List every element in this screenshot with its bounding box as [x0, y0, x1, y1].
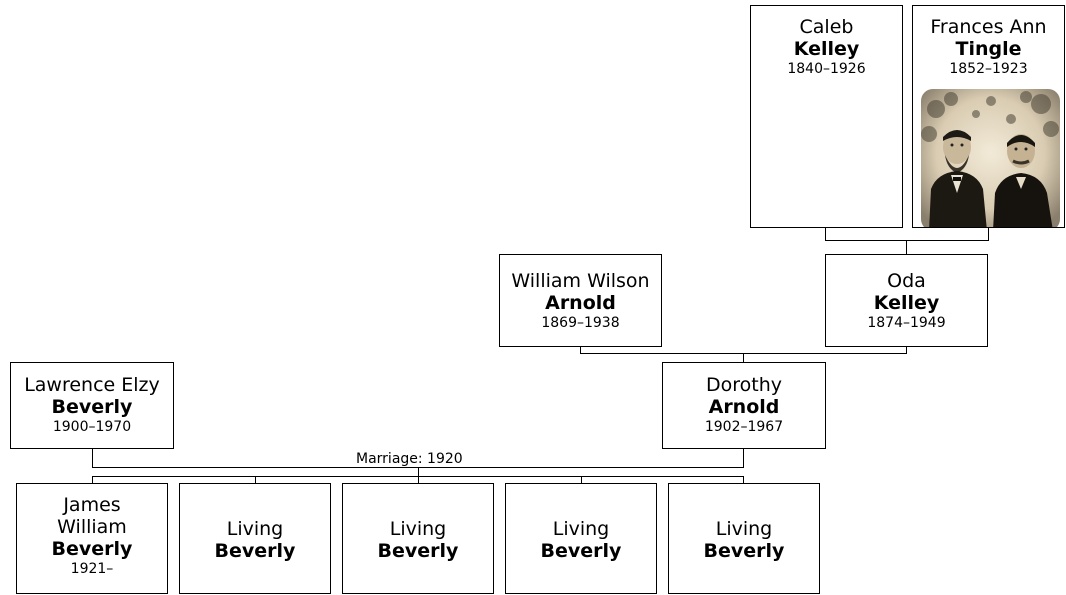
- given-name-line-1: James: [63, 494, 121, 516]
- life-dates: 1921–: [70, 561, 114, 577]
- given-name: Living: [389, 518, 447, 540]
- person-frances-ann-tingle[interactable]: Frances Ann Tingle 1852–1923: [912, 5, 1065, 228]
- given-name: Frances Ann: [930, 16, 1047, 38]
- connector-caleb-down: [825, 228, 826, 240]
- given-name: Living: [715, 518, 773, 540]
- person-william-wilson-arnold[interactable]: William Wilson Arnold 1869–1938: [499, 254, 662, 347]
- surname: Beverly: [214, 540, 296, 562]
- connector-to-oda: [906, 240, 907, 255]
- given-name: Dorothy: [705, 374, 782, 396]
- given-name: Caleb: [799, 16, 854, 38]
- life-dates: 1840–1926: [787, 61, 866, 77]
- surname: Beverly: [51, 396, 133, 418]
- connector-child-4: [581, 476, 582, 483]
- surname: Beverly: [540, 540, 622, 562]
- connector-caleb-frances: [825, 240, 989, 241]
- given-name: Living: [226, 518, 284, 540]
- life-dates: 1900–1970: [52, 419, 132, 435]
- connector-child-1: [92, 476, 93, 483]
- connector-lawrence-down: [92, 448, 93, 467]
- given-name: Lawrence Elzy: [24, 374, 160, 396]
- surname: Beverly: [703, 540, 785, 562]
- life-dates: 1874–1949: [867, 315, 946, 331]
- given-name: Oda: [887, 270, 926, 292]
- person-oda-kelley[interactable]: Oda Kelley 1874–1949: [825, 254, 988, 347]
- person-living-beverly-4[interactable]: Living Beverly: [668, 483, 820, 594]
- given-name: Living: [552, 518, 610, 540]
- surname: Arnold: [708, 396, 780, 418]
- surname: Beverly: [51, 538, 133, 560]
- person-living-beverly-2[interactable]: Living Beverly: [342, 483, 494, 594]
- life-dates: 1869–1938: [541, 315, 620, 331]
- connector-dorothy-down: [743, 448, 744, 467]
- marriage-label: Marriage: 1920: [354, 451, 465, 467]
- life-dates: 1902–1967: [704, 419, 784, 435]
- given-name: William Wilson: [511, 270, 650, 292]
- connector-child-2: [255, 476, 256, 483]
- portrait-photo[interactable]: [921, 89, 1060, 227]
- given-name-line-2: William: [57, 516, 127, 538]
- person-lawrence-elzy-beverly[interactable]: Lawrence Elzy Beverly 1900–1970: [10, 362, 174, 449]
- connector-frances-down: [988, 228, 989, 240]
- person-living-beverly-3[interactable]: Living Beverly: [505, 483, 657, 594]
- connector-to-children: [418, 467, 419, 476]
- surname: Kelley: [793, 38, 860, 60]
- connector-william-down: [580, 346, 581, 353]
- person-dorothy-arnold[interactable]: Dorothy Arnold 1902–1967: [662, 362, 826, 449]
- person-james-william-beverly[interactable]: James William Beverly 1921–: [16, 483, 168, 594]
- surname: Arnold: [545, 292, 616, 314]
- connector-to-dorothy: [743, 353, 744, 362]
- surname: Kelley: [873, 292, 940, 314]
- surname: Beverly: [377, 540, 459, 562]
- connector-child-3: [418, 476, 419, 483]
- surname: Tingle: [955, 38, 1022, 60]
- person-caleb-kelley[interactable]: Caleb Kelley 1840–1926: [750, 5, 903, 228]
- connector-child-5: [743, 476, 744, 483]
- person-living-beverly-1[interactable]: Living Beverly: [179, 483, 331, 594]
- connector-oda-down: [906, 346, 907, 353]
- portrait-photo-image: [921, 89, 1060, 227]
- life-dates: 1852–1923: [949, 61, 1028, 77]
